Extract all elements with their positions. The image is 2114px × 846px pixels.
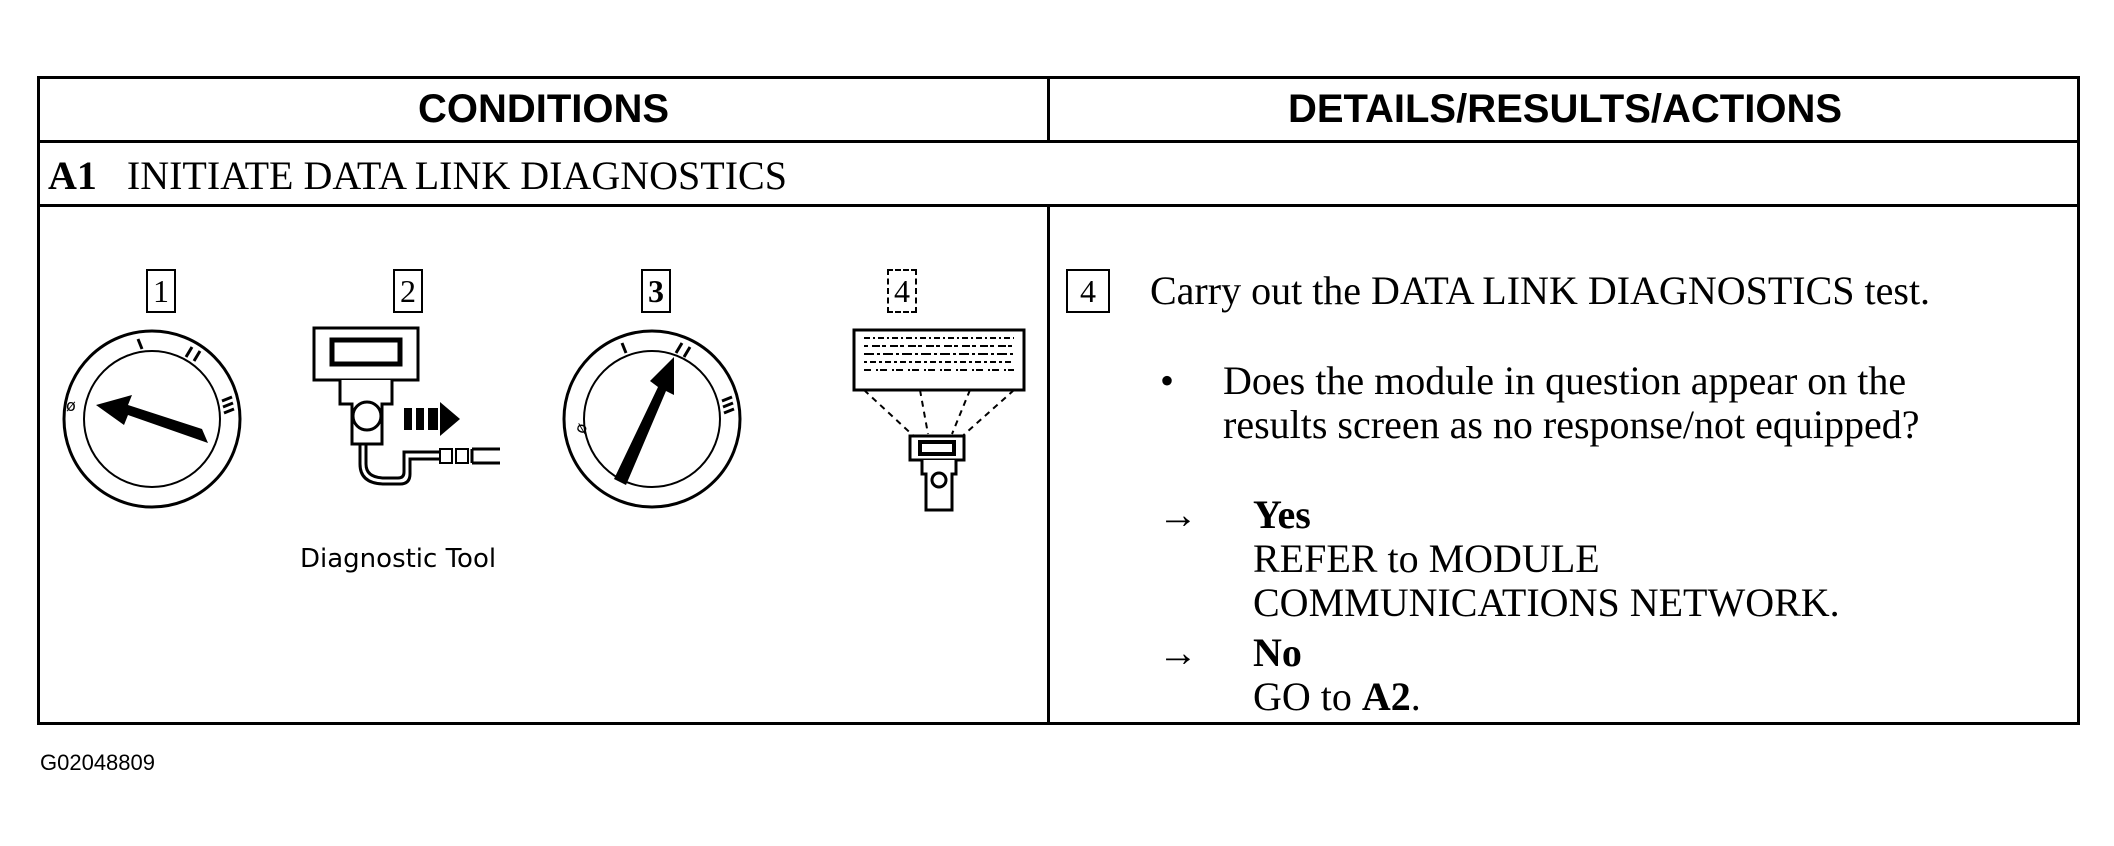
question-line-2: results screen as no response/not equipp… <box>1223 402 1920 447</box>
figure-id: G02048809 <box>40 750 155 775</box>
no-action-suffix: . <box>1410 674 1421 719</box>
step-box-1: 1 <box>146 269 176 313</box>
conditions-header: CONDITIONS <box>417 87 670 131</box>
details-step-box: 4 <box>1066 269 1110 313</box>
header-divider <box>40 140 2077 143</box>
step-box-2: 2 <box>393 269 423 313</box>
ignition-off-icon: ø <box>62 329 242 509</box>
scan-tool-screen-icon <box>852 328 1026 512</box>
no-label: No <box>1253 630 1302 675</box>
no-action-prefix: GO to <box>1253 674 1362 719</box>
column-divider-body <box>1047 204 1050 725</box>
question-line-1: Does the module in question appear on th… <box>1223 358 1907 403</box>
section-title: A1 INITIATE DATA LINK DIAGNOSTICS <box>48 152 787 199</box>
section-code: A1 <box>48 153 97 198</box>
step-box-3: 3 <box>641 269 671 313</box>
ignition-off-mark: ø <box>66 396 76 415</box>
bullet-icon: • <box>1160 358 1175 403</box>
ignition-run-off-mark: ø <box>570 420 591 436</box>
diagnostic-tool-connect-icon <box>312 326 500 486</box>
no-action: GO to A2. <box>1253 675 1421 719</box>
yes-arrow-icon: → <box>1158 492 1198 537</box>
section-name: INITIATE DATA LINK DIAGNOSTICS <box>126 153 787 198</box>
diagnostic-table: CONDITIONS DETAILS/RESULTS/ACTIONS A1 INI… <box>37 76 2080 725</box>
instruction-text: Carry out the DATA LINK DIAGNOSTICS test… <box>1150 268 1931 313</box>
section-divider <box>40 204 2077 207</box>
details-header: DETAILS/RESULTS/ACTIONS <box>1287 87 1843 131</box>
ignition-run-icon: ø <box>562 329 742 509</box>
yes-action-line-2: COMMUNICATIONS NETWORK. <box>1253 580 1840 625</box>
no-arrow-icon: → <box>1158 630 1198 675</box>
yes-action-line-1: REFER to MODULE <box>1253 536 1600 581</box>
step-box-4: 4 <box>887 269 917 313</box>
column-divider-header <box>1047 79 1050 140</box>
yes-label: Yes <box>1253 492 1311 537</box>
diagnostic-tool-caption: Diagnostic Tool <box>300 544 497 574</box>
no-action-target: A2 <box>1361 674 1411 719</box>
